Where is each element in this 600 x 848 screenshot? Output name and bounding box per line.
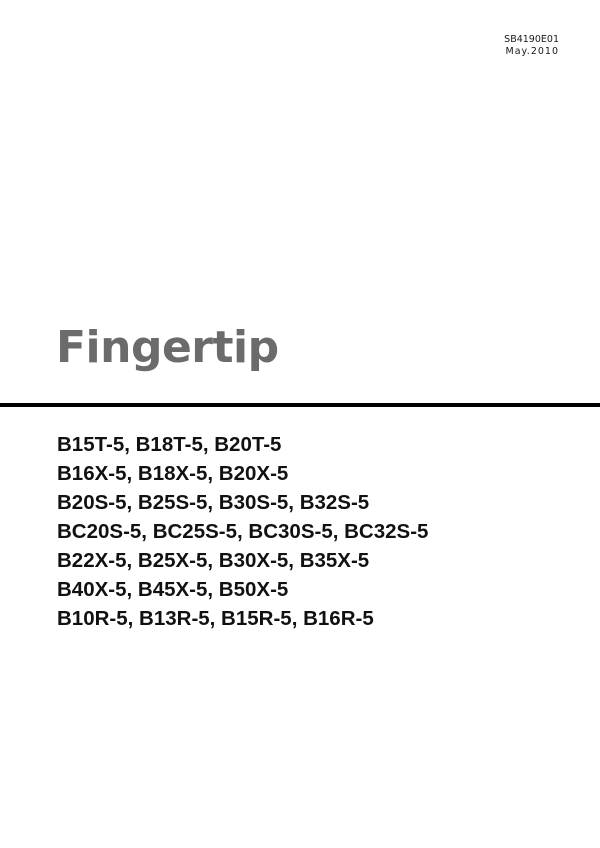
model-line: BC20S-5, BC25S-5, BC30S-5, BC32S-5 bbox=[57, 520, 429, 543]
model-line: B15T-5, B18T-5, B20T-5 bbox=[57, 433, 282, 456]
document-code: SB4190E01 bbox=[504, 34, 559, 45]
horizontal-divider bbox=[0, 403, 600, 407]
model-line: B10R-5, B13R-5, B15R-5, B16R-5 bbox=[57, 607, 374, 630]
model-line: B16X-5, B18X-5, B20X-5 bbox=[57, 462, 289, 485]
document-meta: SB4190E01 May.2010 bbox=[504, 34, 559, 58]
model-line: B22X-5, B25X-5, B30X-5, B35X-5 bbox=[57, 549, 370, 572]
model-line: B40X-5, B45X-5, B50X-5 bbox=[57, 578, 289, 601]
model-list: B15T-5, B18T-5, B20T-5 B16X-5, B18X-5, B… bbox=[57, 430, 428, 633]
page-title: Fingertip bbox=[56, 322, 279, 373]
model-line: B20S-5, B25S-5, B30S-5, B32S-5 bbox=[57, 491, 370, 514]
document-date: May.2010 bbox=[505, 46, 559, 57]
